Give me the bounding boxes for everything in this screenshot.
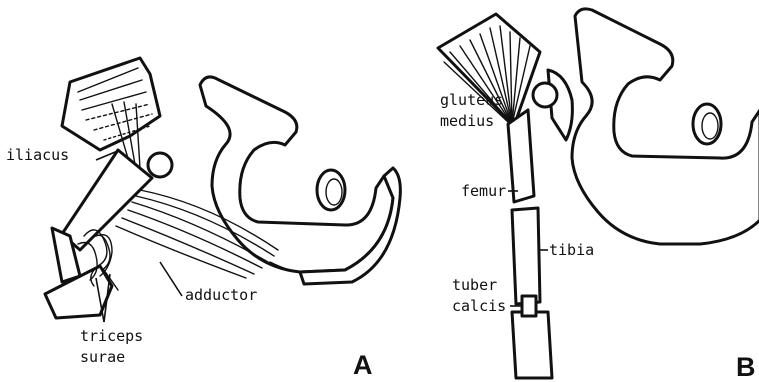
gluteus-medius-muscle — [438, 14, 540, 126]
label-iliacus: iliacus — [6, 146, 69, 164]
label-gluteus-line1: gluteus — [440, 91, 503, 109]
pelvis-block-b — [548, 9, 759, 244]
label-tuber-line2: calcis — [452, 297, 506, 315]
label-triceps-line2: surae — [80, 348, 125, 366]
panel-b: gluteus medius femur tibia tuber calcis … — [438, 9, 759, 382]
femoral-head-a — [148, 153, 172, 177]
label-femur: femur — [461, 182, 506, 200]
tibia-bone — [512, 208, 540, 304]
iliacus-muscle — [62, 58, 160, 172]
panel-a: iliacus adductor triceps surae A — [6, 58, 400, 380]
label-triceps-line1: triceps — [80, 327, 143, 345]
panel-letter-a: A — [353, 350, 373, 380]
label-adductor: adductor — [185, 286, 257, 304]
femur-bone — [508, 110, 534, 202]
label-gluteus-line2: medius — [440, 112, 494, 130]
adductor-muscle — [116, 190, 278, 278]
femoral-head-b — [533, 83, 557, 107]
panel-letter-b: B — [736, 352, 756, 382]
foot-bone — [512, 296, 552, 378]
label-tibia: tibia — [549, 241, 594, 259]
pelvis-block-a — [200, 77, 400, 284]
leader-adductor — [160, 262, 182, 296]
label-tuber-line1: tuber — [452, 276, 497, 294]
